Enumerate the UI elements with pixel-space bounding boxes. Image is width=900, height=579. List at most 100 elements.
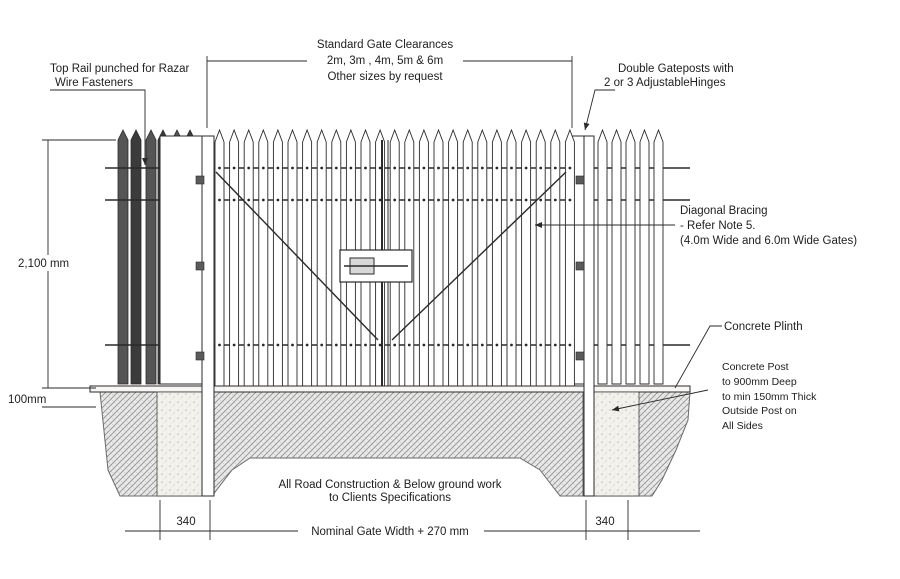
pale-fixing-dot — [291, 198, 294, 202]
pale-fixing-dot — [510, 343, 513, 347]
fence-pale — [625, 128, 636, 385]
pale-fixing-dot — [232, 198, 236, 202]
pale-fixing-dot — [568, 198, 572, 202]
gate-pale — [521, 128, 532, 387]
pale-fixing-dot — [247, 166, 251, 170]
pale-fixing-dot — [407, 198, 411, 202]
pale-fixing-dot — [510, 166, 513, 170]
pale-fixing-dot — [276, 343, 280, 347]
gateposts-label-line-1: Double Gateposts with — [618, 63, 734, 75]
top-rail-leader — [50, 89, 148, 165]
pale-fixing-dot — [393, 166, 397, 170]
pale-fixing-dot — [334, 198, 338, 202]
pale-fixing-dot — [480, 166, 484, 170]
top-rail-label-line-2: Wire Fasteners — [55, 77, 133, 89]
gateposts-leader — [583, 89, 615, 131]
fence-pale — [145, 129, 157, 385]
pale-fixing-dot — [422, 166, 426, 170]
pale-fixing-dot — [466, 198, 470, 202]
pale-fixing-dot — [276, 166, 280, 170]
pale-fixing-dot — [568, 343, 572, 347]
pale-fixing-dot — [437, 166, 440, 170]
pale-fixing-dot — [247, 198, 251, 202]
pale-fixing-dot — [320, 166, 324, 170]
pale-fixing-dot — [378, 198, 382, 202]
pale-fixing-dot — [495, 166, 499, 170]
pale-fixing-dot — [218, 166, 221, 170]
pale-fixing-dot — [218, 198, 221, 202]
post-spec-line-5: All Sides — [722, 420, 763, 432]
pale-fixing-dot — [437, 198, 440, 202]
pale-fixing-dot — [378, 166, 382, 170]
gate-pale — [462, 128, 473, 387]
fence-pale — [597, 128, 608, 385]
height-label: 2,100 mm — [18, 258, 69, 270]
post-spec-line-3: to min 150mm Thick — [722, 391, 817, 403]
pale-fixing-dot — [568, 166, 572, 170]
gate-pale — [272, 128, 283, 387]
pale-fixing-dot — [305, 343, 309, 347]
post-spec-leader — [611, 389, 709, 412]
pale-fixing-dot — [218, 343, 221, 347]
pale-fixing-dot — [349, 198, 353, 202]
pale-fixing-dot — [349, 166, 353, 170]
diagonal-brace — [215, 171, 379, 341]
dim-left-label: 340 — [176, 516, 195, 528]
pale-fixing-dot — [422, 343, 426, 347]
pale-fixing-dot — [422, 198, 426, 202]
pale-fixing-dot — [539, 343, 543, 347]
pale-fixing-dot — [320, 198, 324, 202]
gate-pale — [491, 128, 502, 387]
pale-fixing-dot — [553, 198, 557, 202]
pale-fixing-dot — [291, 343, 294, 347]
pale-fixing-dot — [451, 166, 455, 170]
fence-pale — [653, 128, 664, 385]
bracing-label-line-2: - Refer Note 5. — [680, 220, 755, 232]
gate-pale — [302, 128, 313, 387]
pale-fixing-dot — [451, 198, 455, 202]
concrete-plinth-band — [89, 385, 691, 393]
pale-fixing-dot — [539, 166, 543, 170]
pale-fixing-dot — [407, 166, 411, 170]
gate-pale — [477, 128, 488, 387]
pale-fixing-dot — [232, 166, 236, 170]
pale-fixing-dot — [364, 343, 367, 347]
pale-fixing-dot — [305, 166, 309, 170]
bracing-label-line-3: (4.0m Wide and 6.0m Wide Gates) — [680, 235, 857, 247]
gate-hinge — [195, 351, 205, 361]
palisade-gate — [105, 128, 690, 497]
pale-fixing-dot — [261, 343, 265, 347]
road-note-line-1: All Road Construction & Below ground wor… — [278, 479, 501, 491]
pale-fixing-dot — [466, 343, 470, 347]
gate-pale — [564, 128, 575, 387]
annotation-text: Top Rail punched for Razar Wire Fastener… — [8, 39, 857, 538]
left-gatepost — [201, 135, 215, 497]
ground-section — [89, 385, 691, 497]
plinth-leader — [674, 325, 722, 389]
pale-fixing-dot — [480, 343, 484, 347]
gate-hinge — [575, 175, 585, 185]
bracing-label-line-1: Diagonal Bracing — [680, 205, 768, 217]
pale-fixing-dot — [247, 343, 251, 347]
road-note-line-2: to Clients Specifications — [329, 492, 451, 504]
gate-hinge — [575, 261, 585, 271]
pale-fixing-dot — [524, 343, 528, 347]
pale-fixing-dot — [524, 198, 528, 202]
clearance-note: Other sizes by request — [327, 71, 443, 83]
gate-pale — [258, 128, 269, 387]
gate-pale — [418, 128, 429, 387]
pale-fixing-dot — [466, 166, 470, 170]
pale-fixing-dot — [407, 343, 411, 347]
pale-fixing-dot — [261, 198, 265, 202]
pale-fixing-dot — [334, 166, 338, 170]
pale-fixing-dot — [320, 343, 324, 347]
plinth-label: Concrete Plinth — [724, 321, 803, 333]
pale-fixing-dot — [349, 343, 353, 347]
pale-fixing-dot — [495, 198, 499, 202]
gate-pale — [316, 128, 327, 387]
pale-fixing-dot — [232, 343, 236, 347]
fence-pale — [117, 129, 129, 385]
top-rail-label-line-1: Top Rail punched for Razar — [50, 63, 190, 75]
diagonal-brace — [391, 171, 567, 341]
